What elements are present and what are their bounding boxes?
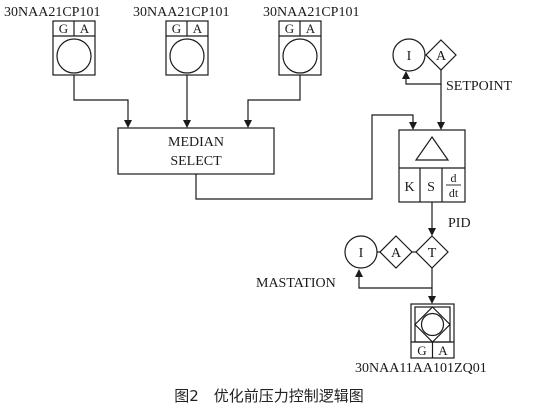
pid-d-denominator: dt (449, 186, 459, 200)
ma-station: I A T MASTATION (256, 235, 449, 304)
transmitter-3-cell-g: G (285, 21, 294, 36)
pid-d-numerator: d (451, 171, 457, 185)
ma-station-diamond-a (379, 235, 413, 269)
transmitter-2-cell-a: A (193, 21, 203, 36)
pid-label: PID (448, 216, 471, 231)
transmitter-2-tag: 30NAA21CP101 (133, 5, 229, 20)
ma-station-circle-label: I (359, 246, 364, 261)
transmitter-1-tag: 30NAA21CP101 (4, 5, 100, 20)
transmitter-2-circle (169, 38, 205, 74)
transmitter-2-cell-g: G (172, 21, 181, 36)
pid-block: K S d dt PID (398, 129, 471, 236)
delta-icon (414, 135, 450, 161)
transmitter-3-tag: 30NAA21CP101 (263, 5, 359, 20)
setpoint-station: I A SETPOINT (392, 38, 513, 130)
transmitter-2: 30NAA21CP101 G A (133, 5, 229, 76)
median-select-block: MEDIAN SELECT (117, 127, 275, 175)
pid-s-term: S (427, 180, 435, 195)
final-element-tag: 30NAA11AA101ZQ01 (355, 361, 487, 376)
transmitter-3-cell-a: A (306, 21, 316, 36)
transmitter-1: 30NAA21CP101 G A (4, 5, 100, 76)
pid-k-term: K (404, 180, 414, 195)
setpoint-label: SETPOINT (446, 79, 513, 94)
final-element: G A 30NAA11AA101ZQ01 (355, 303, 487, 376)
setpoint-station-diamond-label: A (436, 49, 447, 64)
median-select-line1: MEDIAN (168, 135, 224, 150)
median-select-box (117, 127, 275, 175)
transmitter-3-circle (282, 38, 318, 74)
mastation-label: MASTATION (256, 276, 336, 291)
final-element-cell-g: G (417, 343, 426, 358)
ma-station-diamond-t-label: T (428, 246, 437, 261)
transmitter-1-cell-g: G (59, 21, 68, 36)
figure-caption: 图2 优化前压力控制逻辑图 (174, 387, 364, 405)
transmitter-signal-lines (73, 75, 301, 128)
ma-station-diamond-a-label: A (391, 246, 402, 261)
final-element-cell-a: A (438, 343, 448, 358)
transmitter-3: 30NAA21CP101 G A (263, 5, 359, 76)
final-element-circle (420, 312, 445, 337)
setpoint-station-circle-label: I (407, 49, 412, 64)
median-to-pid-line (195, 114, 417, 200)
transmitter-1-cell-a: A (80, 21, 90, 36)
median-select-line2: SELECT (170, 154, 222, 169)
transmitter-1-circle (56, 38, 92, 74)
